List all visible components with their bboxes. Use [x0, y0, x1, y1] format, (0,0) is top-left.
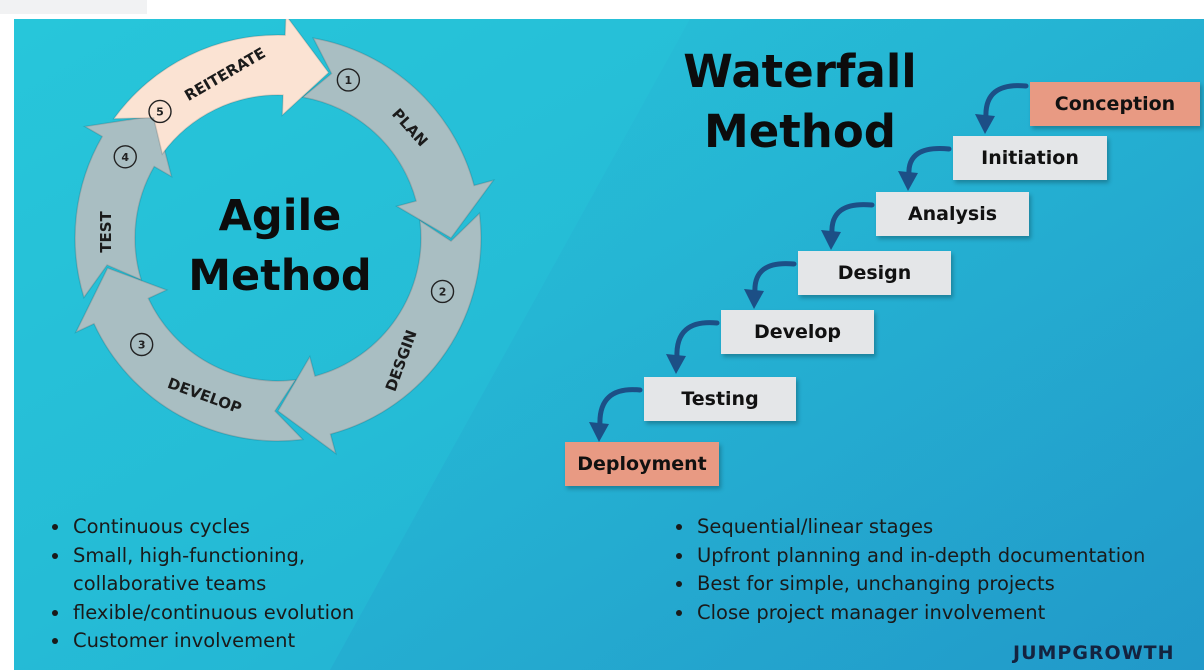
cycle-arrow-desgin	[277, 211, 482, 456]
cycle-number-circle-test	[113, 145, 137, 169]
waterfall-arrow-head	[589, 422, 609, 442]
agile-title-line1: Agile	[218, 191, 342, 241]
waterfall-arrow-head	[975, 114, 995, 134]
agile-bullet: Customer involvement	[71, 627, 354, 656]
agile-bullet: Continuous cycles	[71, 513, 354, 542]
cycle-number-reiterate: 5	[156, 105, 164, 118]
waterfall-step-analysis: Analysis	[876, 192, 1029, 236]
cycle-arrow-test	[74, 114, 173, 300]
waterfall-step-design: Design	[798, 251, 951, 295]
cycle-number-circle-desgin	[430, 279, 455, 304]
agile-bullet: flexible/continuous evolution	[71, 599, 354, 628]
cycle-number-desgin: 2	[439, 285, 447, 298]
waterfall-step-deployment: Deployment	[565, 442, 719, 486]
waterfall-step-initiation: Initiation	[953, 136, 1107, 180]
waterfall-curve-arrow	[829, 202, 875, 237]
cycle-number-circle-develop	[129, 332, 154, 357]
waterfall-arrow-head	[666, 354, 686, 374]
waterfall-arrow-head	[744, 289, 764, 309]
waterfall-bullet-list: Sequential/linear stages Upfront plannin…	[669, 513, 1204, 627]
waterfall-arrow-head	[898, 171, 918, 191]
cycle-number-circle-plan	[336, 68, 361, 92]
waterfall-curved-arrows	[589, 83, 1029, 442]
cycle-label-test: TEST	[97, 210, 115, 252]
logo-text: JUMPGROWTH	[1013, 642, 1175, 664]
waterfall-curve-arrow	[597, 387, 643, 429]
waterfall-title: Waterfall Method	[670, 42, 930, 162]
agile-bullet-line: Small, high-functioning,	[73, 543, 306, 567]
waterfall-bullet: Close project manager involvement	[695, 599, 1204, 628]
cycle-number-plan: 1	[345, 74, 353, 87]
waterfall-curve-arrow	[983, 83, 1029, 121]
cycle-arrow-develop	[74, 267, 305, 442]
waterfall-title-line2: Method	[704, 105, 896, 158]
waterfall-curve-arrow	[752, 261, 797, 296]
corner-strip	[0, 0, 147, 14]
waterfall-bullet: Best for simple, unchanging projects	[695, 570, 1204, 599]
waterfall-step-testing: Testing	[644, 377, 796, 421]
waterfall-bullet: Sequential/linear stages	[695, 513, 1204, 542]
cycle-number-test: 4	[121, 151, 129, 164]
jumpgrowth-logo: JUMPGROWTH	[1013, 642, 1175, 664]
waterfall-curve-arrow	[906, 146, 952, 178]
agile-bullet-list: Continuous cycles Small, high-functionin…	[45, 513, 354, 656]
agile-title: Agile Method	[170, 186, 390, 306]
waterfall-step-develop: Develop	[721, 310, 874, 354]
cycle-arrow-plan	[301, 37, 496, 239]
waterfall-step-conception: Conception	[1030, 82, 1200, 126]
waterfall-arrow-head	[821, 230, 841, 250]
agile-bullet: Small, high-functioning, collaborative te…	[71, 542, 354, 599]
waterfall-title-line1: Waterfall	[683, 45, 917, 98]
cycle-number-develop: 3	[138, 339, 146, 352]
cycle-number-circle-reiterate	[148, 99, 172, 124]
agile-bullet-line: collaborative teams	[73, 572, 267, 595]
waterfall-curve-arrow	[674, 320, 720, 361]
waterfall-bullet: Upfront planning and in-depth documentat…	[695, 542, 1204, 571]
agile-title-line2: Method	[188, 251, 372, 301]
